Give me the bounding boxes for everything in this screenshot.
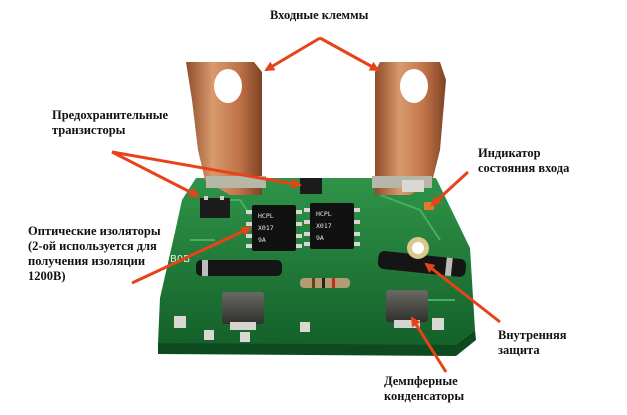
label-input-terminals-text: Входные клеммы bbox=[270, 8, 369, 22]
chip-markings: HCPL X017 9A HCPL X017 9A bbox=[258, 210, 332, 244]
protection-transistor-left bbox=[200, 196, 230, 218]
label-input-state-indicator: Индикатор состояния входа bbox=[478, 146, 569, 176]
label-internal-protection-line-2: защита bbox=[498, 343, 540, 357]
snubber-capacitor-right bbox=[386, 290, 428, 328]
left-chip-line-3: 9A bbox=[258, 236, 266, 244]
mounting-hole bbox=[407, 237, 429, 259]
right-chip-line-1: HCPL bbox=[316, 210, 332, 218]
label-snubber-line-1: Демпферные bbox=[384, 374, 458, 388]
resistor bbox=[300, 278, 350, 288]
arrows bbox=[111, 36, 501, 373]
snubber-capacitor-left bbox=[222, 292, 264, 330]
right-chip-line-2: X017 bbox=[316, 222, 332, 230]
label-optical-isolators-line-3: получения изоляции bbox=[28, 254, 146, 268]
optocoupler-left bbox=[246, 205, 302, 251]
label-internal-protection: Внутренняя защита bbox=[498, 328, 567, 358]
arrow-input-right bbox=[319, 36, 380, 72]
label-optical-isolators-line-4: 1200В) bbox=[28, 269, 66, 283]
copper-terminal-left bbox=[186, 62, 266, 195]
label-optical-isolators-line-1: Оптические изоляторы bbox=[28, 224, 161, 238]
arrow-snubber bbox=[410, 316, 448, 373]
label-internal-protection-line-1: Внутренняя bbox=[498, 328, 567, 342]
label-protection-transistors: Предохранительные транзисторы bbox=[52, 108, 168, 138]
optocoupler-right bbox=[304, 203, 360, 249]
arrow-input-left bbox=[264, 36, 321, 72]
label-indicator-line-2: состояния входа bbox=[478, 161, 570, 175]
arrow-transistor-left bbox=[111, 150, 200, 198]
label-snubber-line-2: конденсаторы bbox=[384, 389, 465, 403]
label-protection-transistors-line-1: Предохранительные bbox=[52, 108, 168, 122]
led-indicator bbox=[424, 202, 434, 210]
arrow-indicator bbox=[430, 170, 470, 207]
left-chip-line-2: X017 bbox=[258, 224, 274, 232]
solder-pads bbox=[174, 180, 444, 342]
arrow-optocoupler bbox=[131, 226, 252, 285]
label-protection-transistors-line-2: транзисторы bbox=[52, 123, 126, 137]
label-optical-isolators-line-2: (2-ой используется для bbox=[28, 239, 157, 253]
arrow-protection bbox=[424, 262, 501, 324]
diode-left bbox=[196, 260, 282, 276]
copper-terminal-right bbox=[372, 62, 446, 195]
diode-right bbox=[377, 251, 467, 277]
left-chip-line-1: HCPL bbox=[258, 212, 274, 220]
label-snubber-capacitors: Демпферные конденсаторы bbox=[384, 374, 464, 404]
right-chip-line-3: 9A bbox=[316, 234, 324, 242]
label-indicator-line-1: Индикатор bbox=[478, 146, 541, 160]
label-input-terminals: Входные клеммы bbox=[270, 8, 368, 23]
label-optical-isolators: Оптические изоляторы (2-ой используется … bbox=[28, 224, 161, 284]
arrow-transistor-center bbox=[111, 150, 302, 189]
protection-transistor-center bbox=[300, 178, 322, 194]
